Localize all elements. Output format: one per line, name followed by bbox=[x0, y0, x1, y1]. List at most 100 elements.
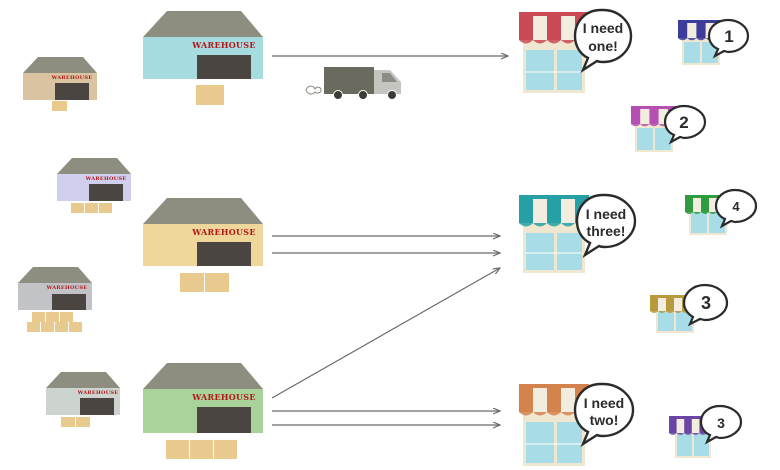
store-window bbox=[526, 233, 554, 270]
store-window bbox=[557, 422, 582, 463]
awning-scallop bbox=[650, 311, 690, 313]
speech-line-2: one! bbox=[588, 38, 618, 54]
warehouse-small-2: WAREHOUSE bbox=[57, 158, 131, 213]
warehouse-small-3: WAREHOUSE bbox=[18, 267, 92, 332]
awning-bar bbox=[678, 20, 724, 23]
awning-bar bbox=[669, 416, 707, 419]
box bbox=[32, 312, 45, 322]
awning-scallop bbox=[685, 212, 725, 214]
box bbox=[61, 417, 75, 427]
store-window bbox=[691, 212, 707, 233]
arrow-wh3-to-store2 bbox=[271, 268, 500, 399]
speech-line-1: I need bbox=[584, 395, 624, 411]
awning-stripe bbox=[533, 199, 547, 223]
store-small-1: 1 bbox=[678, 18, 750, 65]
store-window bbox=[684, 42, 700, 63]
truck-window bbox=[382, 73, 397, 82]
warehouse-roof bbox=[143, 11, 263, 37]
box bbox=[52, 101, 67, 111]
speech-line-1: I need bbox=[583, 20, 623, 36]
warehouse-roof bbox=[143, 198, 263, 224]
store-large-3: I need two! bbox=[519, 382, 635, 466]
truck-icon bbox=[305, 67, 401, 100]
box bbox=[27, 322, 40, 332]
speech-line-2: three! bbox=[587, 223, 626, 239]
awning-bar bbox=[631, 106, 677, 109]
warehouse-sign: WAREHOUSE bbox=[85, 176, 127, 182]
box bbox=[180, 273, 204, 292]
box bbox=[85, 203, 98, 213]
awning-stripe bbox=[693, 198, 701, 212]
store-small-3: 4 bbox=[685, 188, 758, 235]
awning-stripe bbox=[658, 298, 666, 311]
exhaust-puff bbox=[305, 85, 322, 95]
speech-line-1: I need bbox=[586, 206, 626, 222]
truck-wheel bbox=[358, 90, 368, 100]
store-window bbox=[694, 430, 709, 456]
store-large-1: I need one! bbox=[519, 8, 633, 93]
awning-scallop bbox=[519, 223, 589, 227]
awning-stripe bbox=[676, 419, 685, 433]
store-window bbox=[557, 50, 582, 90]
speech-bubble: 3 bbox=[682, 283, 729, 327]
awning-scallop bbox=[669, 433, 707, 435]
store-small-2: 2 bbox=[631, 104, 707, 152]
store-small-4: 3 bbox=[650, 283, 729, 333]
awning-stripe bbox=[533, 16, 547, 40]
box bbox=[55, 322, 68, 332]
box bbox=[214, 440, 237, 459]
warehouse-large-2: WAREHOUSE bbox=[143, 198, 263, 292]
awning-stripe bbox=[658, 109, 668, 124]
awning-stripe bbox=[533, 388, 547, 412]
warehouse-sign: WAREHOUSE bbox=[191, 40, 256, 50]
awning-bar bbox=[519, 12, 589, 16]
awning-scallop bbox=[519, 40, 589, 44]
box bbox=[76, 417, 90, 427]
awning-bar bbox=[519, 384, 589, 388]
awning-bar bbox=[650, 295, 690, 298]
store-window bbox=[557, 233, 582, 270]
warehouse-roof bbox=[57, 158, 131, 174]
box bbox=[46, 312, 59, 322]
warehouse-roof bbox=[23, 57, 97, 73]
store-window bbox=[655, 128, 671, 150]
awning-stripe bbox=[561, 388, 575, 412]
store-number: 1 bbox=[724, 27, 733, 46]
warehouse-door bbox=[197, 242, 251, 266]
warehouse-sign: WAREHOUSE bbox=[191, 392, 256, 402]
warehouse-large-1: WAREHOUSE bbox=[143, 11, 263, 105]
warehouse-door bbox=[80, 398, 114, 415]
awning-stripe bbox=[674, 298, 682, 311]
warehouse-door bbox=[55, 83, 89, 100]
awning-scallop bbox=[519, 412, 589, 416]
box bbox=[166, 440, 189, 459]
box bbox=[69, 322, 82, 332]
speech-line-2: two! bbox=[590, 412, 619, 428]
awning-stripe bbox=[561, 199, 575, 223]
warehouse-door bbox=[197, 407, 251, 433]
speech-bubble: 1 bbox=[707, 18, 750, 59]
warehouse-door bbox=[52, 294, 86, 310]
warehouse-large-3: WAREHOUSE bbox=[143, 363, 263, 459]
warehouse-door bbox=[89, 184, 123, 201]
store-window bbox=[526, 50, 554, 90]
store-number: 3 bbox=[717, 415, 725, 431]
box bbox=[71, 203, 84, 213]
speech-bubble: 4 bbox=[714, 188, 758, 229]
speech-bubble: 3 bbox=[699, 404, 743, 445]
warehouse-sign: WAREHOUSE bbox=[77, 390, 119, 396]
box bbox=[99, 203, 112, 213]
awning-bar bbox=[685, 195, 725, 198]
warehouse-roof bbox=[18, 267, 92, 283]
awning-stripe bbox=[687, 23, 697, 38]
store-number: 4 bbox=[732, 199, 740, 214]
warehouse-small-4: WAREHOUSE bbox=[46, 372, 120, 427]
speech-bubble: 2 bbox=[663, 104, 707, 145]
store-window bbox=[658, 309, 674, 331]
box bbox=[41, 322, 54, 332]
warehouse-sign: WAREHOUSE bbox=[46, 285, 88, 291]
warehouse-small-1: WAREHOUSE bbox=[23, 57, 97, 111]
store-small-5: 3 bbox=[669, 404, 743, 458]
store-window bbox=[637, 128, 653, 150]
